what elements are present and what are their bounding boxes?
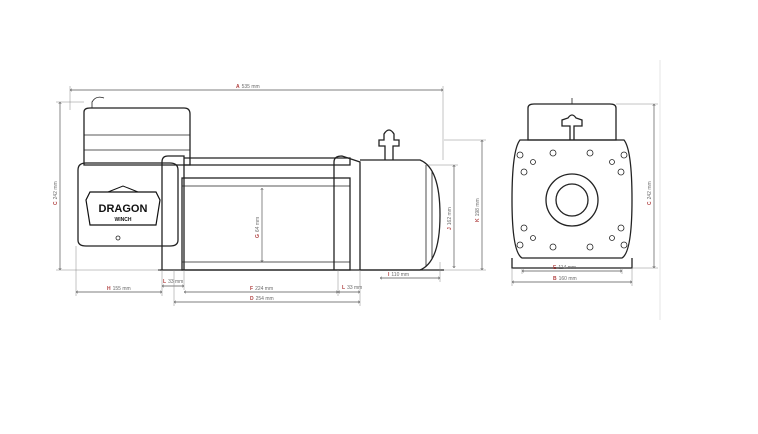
front-bolts <box>516 149 628 251</box>
gearbox <box>360 159 441 271</box>
clutch-handle <box>378 129 400 160</box>
left-frame <box>161 155 185 270</box>
front-motor-top <box>527 103 617 141</box>
winch-side-view: DRAGON WINCH <box>77 96 444 271</box>
dim-G-label: G64 mm <box>255 217 261 238</box>
logo-line2: WINCH <box>115 217 132 223</box>
dim-J-label: J162 mm <box>447 207 453 230</box>
front-clutch-handle <box>561 114 583 140</box>
dim-C-left-label: C242 mm <box>53 181 59 205</box>
dragon-winch-logo: DRAGON WINCH <box>85 185 161 226</box>
tie-bar <box>184 157 351 166</box>
front-feet <box>511 258 633 269</box>
control-box <box>77 162 179 247</box>
right-frame <box>333 155 361 270</box>
dim-K-label: K198 mm <box>475 198 481 222</box>
drum <box>181 177 351 271</box>
winch-front-view <box>511 98 633 269</box>
cover-lip <box>91 96 105 108</box>
bolt <box>115 235 121 241</box>
drum-bore-inner <box>555 183 589 217</box>
drum-bore-outer <box>545 173 599 227</box>
logo-line1: DRAGON <box>99 203 148 215</box>
dim-C-right-label: C242 mm <box>647 181 653 205</box>
front-housing <box>511 139 633 259</box>
motor-cover <box>83 107 191 166</box>
